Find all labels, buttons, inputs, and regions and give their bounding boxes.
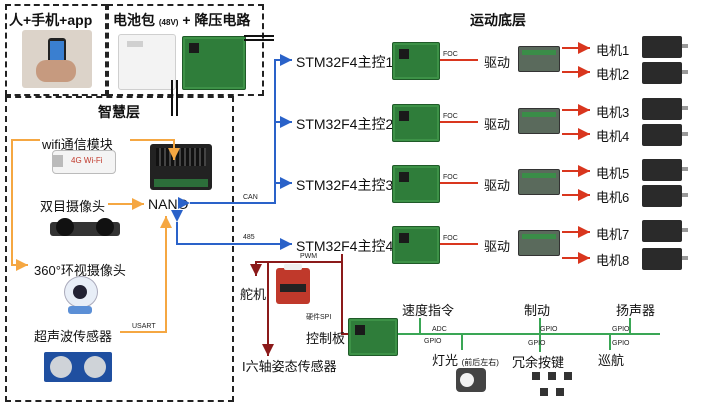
phone-image (22, 30, 92, 88)
keys-image (530, 370, 574, 400)
controller-2-board (392, 104, 440, 142)
imu-label: I六轴姿态传感器 (242, 359, 337, 374)
pwm-bus-label: PWM (300, 253, 318, 260)
motor-5-image (642, 159, 688, 181)
motor-7-image (642, 220, 688, 242)
speed-command-label: 速度指令 (402, 303, 455, 318)
speaker-label: 扬声器 (616, 303, 656, 318)
controller-2-driver (518, 108, 560, 134)
panoramic-camera-label: 360°环视摄像头 (34, 263, 126, 278)
stereo-camera-image (50, 214, 120, 242)
adc-label: ADC (432, 326, 447, 333)
battery-image (118, 34, 176, 90)
gpio-speaker-label: GPIO (612, 326, 630, 333)
human-title: 人+手机+app (9, 12, 93, 28)
control-board-image (348, 318, 398, 356)
motor-1-label: 电机1 (596, 43, 630, 58)
rs485-bus-label: 485 (243, 234, 255, 241)
controller-3-driver (518, 169, 560, 195)
brake-label: 制动 (524, 303, 551, 318)
cruise-label: 巡航 (598, 353, 625, 368)
motor-2-image (642, 62, 688, 84)
battery-title-note: (48V) (158, 18, 179, 27)
controller-2-foc: FOC (443, 113, 458, 120)
controller-4-driver (518, 230, 560, 256)
servo-label: 舵机 (240, 287, 267, 302)
wifi-dongle-image: 4G Wi-Fi (52, 150, 116, 174)
battery-title-main: 电池包 (113, 12, 155, 28)
motor-5-label: 电机5 (596, 166, 630, 181)
light-label-main: 灯光 (432, 353, 459, 368)
motion-layer-title: 运动底层 (470, 12, 526, 28)
light-label: 灯光 (前后左右) (432, 350, 499, 369)
controller-3-driver-label: 驱动 (484, 178, 511, 193)
controller-1-board (392, 42, 440, 80)
hw-spi-bus-label: 硬件SPI (306, 314, 332, 321)
motor-2-label: 电机2 (596, 67, 630, 82)
light-image (456, 368, 486, 392)
battery-title: 电池包 (48V) + 降压电路 (113, 10, 250, 30)
motor-6-label: 电机6 (596, 190, 630, 205)
controller-4-board (392, 226, 440, 264)
controller-4-foc: FOC (443, 235, 458, 242)
motor-7-label: 电机7 (596, 227, 630, 242)
can-bus-label: CAN (243, 194, 258, 201)
motor-4-image (642, 124, 688, 146)
gpio-brake-label: GPIO (540, 326, 558, 333)
motor-3-label: 电机3 (596, 105, 630, 120)
motor-4-label: 电机4 (596, 129, 630, 144)
ultrasonic-sensor-image (44, 352, 112, 382)
controller-4-label: STM32F4主控4 (296, 238, 394, 254)
controller-2-label: STM32F4主控2 (296, 116, 394, 132)
controller-1-driver (518, 46, 560, 72)
redundant-keys-label: 冗余按键 (512, 355, 565, 370)
gpio-keys-label: GPIO (528, 340, 546, 347)
motor-8-label: 电机8 (596, 253, 630, 268)
controller-3-board (392, 165, 440, 203)
controller-1-driver-label: 驱动 (484, 55, 511, 70)
motor-6-image (642, 185, 688, 207)
gpio-light-label: GPIO (424, 338, 442, 345)
gpio-cruise-label: GPIO (612, 340, 630, 347)
wifi-module-label: wifi通信模块 (42, 137, 113, 152)
smart-layer-title: 智慧层 (98, 104, 140, 120)
controller-1-foc: FOC (443, 51, 458, 58)
motor-8-image (642, 248, 688, 270)
human-box (5, 4, 107, 96)
stereo-camera-label: 双目摄像头 (40, 199, 106, 214)
controller-1-label: STM32F4主控1 (296, 54, 394, 70)
motor-3-image (642, 98, 688, 120)
ultrasonic-sensor-label: 超声波传感器 (34, 329, 113, 344)
control-board-label: 控制板 (306, 331, 346, 346)
wifi-dongle-text: 4G Wi-Fi (71, 156, 103, 165)
usart-bus-label: USART (132, 323, 156, 330)
controller-3-foc: FOC (443, 174, 458, 181)
servo-image (276, 264, 310, 304)
controller-2-driver-label: 驱动 (484, 117, 511, 132)
motor-1-image (642, 36, 688, 58)
controller-4-driver-label: 驱动 (484, 239, 511, 254)
battery-title-suffix: + 降压电路 (182, 12, 251, 28)
light-label-note: (前后左右) (461, 358, 499, 367)
panoramic-camera-image (60, 276, 100, 316)
controller-3-label: STM32F4主控3 (296, 177, 394, 193)
